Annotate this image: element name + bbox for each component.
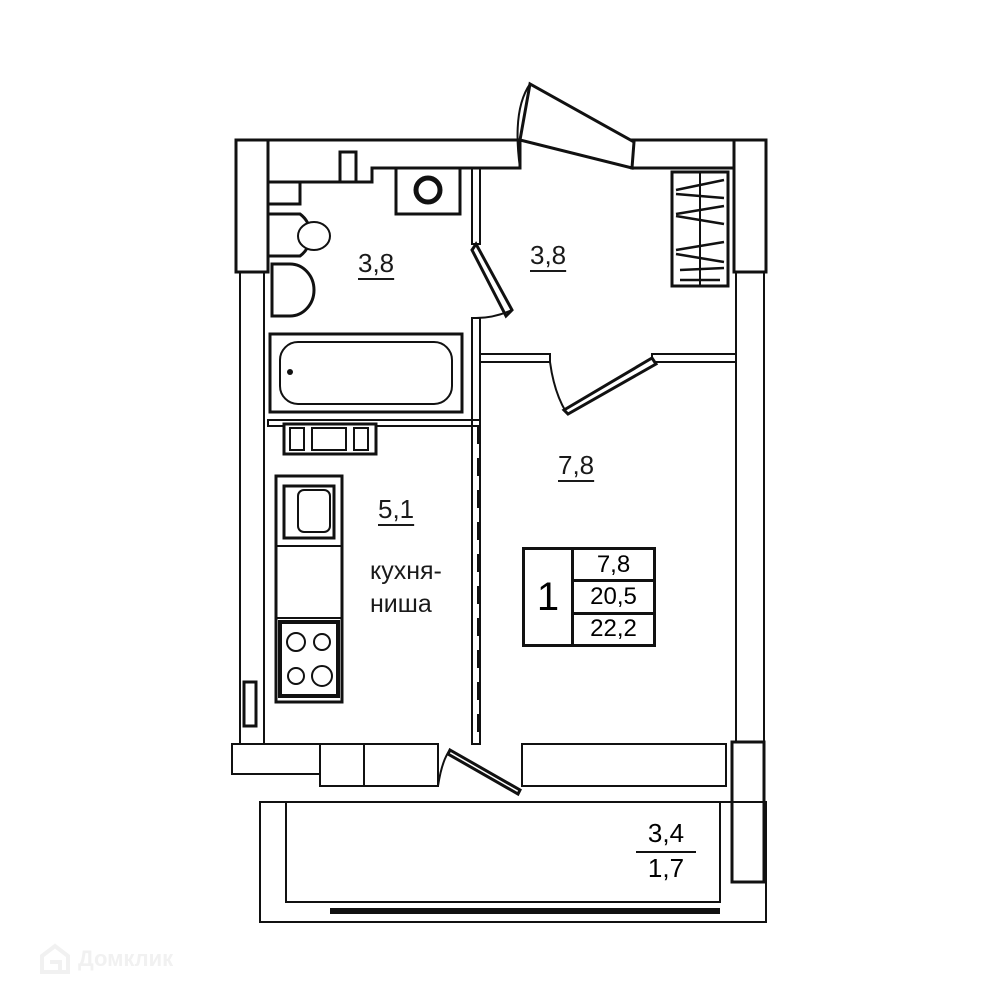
balcony-area-value: 3,4 [636,818,696,853]
balcony-reduced-area-value: 1,7 [647,853,685,883]
kitchen-label: кухня- ниша [370,555,442,621]
total-with-balcony-value: 22,2 [574,611,653,644]
wardrobe [670,170,730,288]
living-room-area: 7,8 [558,450,595,480]
kitchen-label-line1: кухня- [370,557,442,585]
bathroom-fixtures [266,150,464,456]
kitchen-area: 5,1 [378,494,415,524]
watermark-text: Домклик [78,946,174,971]
kitchen-fixtures [242,474,344,728]
living-area-value: 7,8 [596,550,631,578]
bathroom-area: 3,8 [358,248,395,278]
total-area-value: 20,5 [574,579,653,611]
watermark: Домклик [38,942,173,976]
balcony-area: 3,4 1,7 [636,818,696,884]
kitchen-label-line2: ниша [370,590,432,618]
rooms-count: 1 [525,550,574,644]
apartment-summary-table: 1 7,8 20,5 22,2 [522,547,656,647]
hallway-area: 3,8 [530,240,567,270]
house-logo-icon [40,943,70,974]
doors [437,81,659,797]
